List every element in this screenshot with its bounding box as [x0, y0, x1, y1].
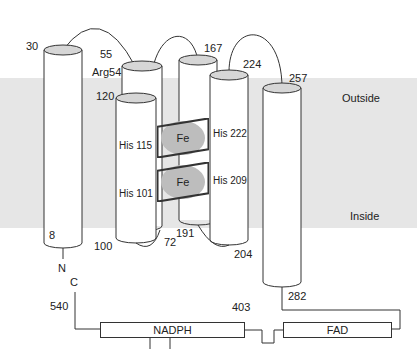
- residue-number: 191: [176, 227, 194, 239]
- residue-number: 257: [289, 72, 307, 84]
- residue-number: N: [58, 262, 66, 274]
- helix-cylinder: [116, 93, 156, 243]
- domain-box: NADPH: [100, 322, 245, 338]
- residue-number: 30: [26, 40, 38, 52]
- region-label: Inside: [350, 210, 379, 222]
- residue-number: C: [70, 276, 78, 288]
- chain-line: [150, 337, 170, 349]
- residue-number: His 222: [213, 128, 247, 140]
- iron-center: Fe: [157, 162, 209, 202]
- residue-number: His 209: [213, 175, 247, 187]
- domain-name: NADPH: [153, 324, 192, 337]
- residue-number: 8: [49, 229, 55, 241]
- iron-label: Fe: [177, 132, 190, 145]
- residue-number: 224: [243, 58, 261, 70]
- residue-number: Arg54: [92, 66, 121, 78]
- residue-number: 100: [94, 240, 112, 252]
- residue-number: 55: [100, 48, 112, 60]
- residue-number: 403: [232, 301, 250, 313]
- loop-line: [136, 230, 160, 246]
- residue-number: 167: [204, 42, 222, 54]
- residue-number: 204: [234, 248, 252, 260]
- residue-number: His 101: [119, 188, 153, 200]
- helix-cylinder: [210, 70, 248, 245]
- residue-number: 72: [164, 236, 176, 248]
- iron-label: Fe: [177, 176, 190, 189]
- chain-line: [75, 292, 100, 329]
- terminus-line: [63, 248, 64, 259]
- residue-number: His 115: [119, 140, 152, 152]
- domain-name: FAD: [327, 324, 348, 337]
- loop-line: [198, 225, 229, 246]
- iron-center: Fe: [157, 118, 209, 158]
- region-label: Outside: [342, 92, 380, 104]
- residue-number: 540: [50, 300, 68, 312]
- chain-connector: [245, 330, 283, 343]
- residue-number: 120: [96, 90, 114, 102]
- helix-cylinder: [44, 45, 82, 248]
- residue-number: 282: [288, 290, 306, 302]
- helix-cylinder: [263, 83, 301, 287]
- domain-box: FAD: [283, 322, 392, 338]
